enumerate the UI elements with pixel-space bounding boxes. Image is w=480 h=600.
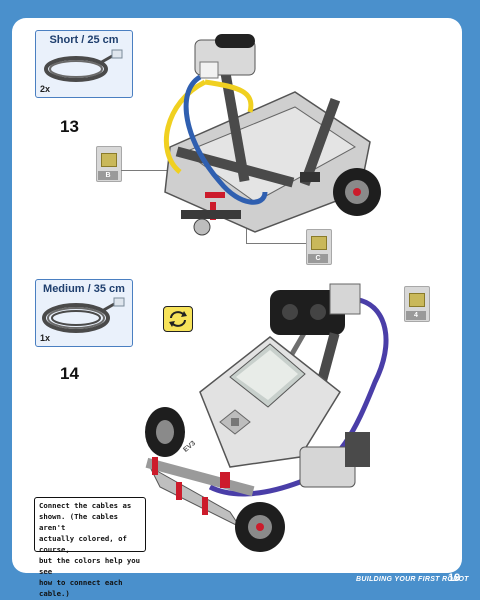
port-label: B bbox=[98, 171, 118, 180]
step-number-13: 13 bbox=[60, 117, 79, 136]
robot-step-13-illustration bbox=[163, 34, 381, 236]
rotate-icon bbox=[163, 306, 193, 332]
port-connector bbox=[409, 293, 425, 307]
port-icon-4: 4 bbox=[404, 286, 430, 322]
port-label: C bbox=[308, 254, 328, 263]
cable-icon bbox=[44, 49, 123, 82]
part-title: Short / 25 cm bbox=[49, 34, 119, 46]
part-title: Medium / 35 cm bbox=[43, 283, 125, 295]
note-line: actually colored, of course, bbox=[39, 534, 127, 554]
brick-label: EV3 bbox=[182, 440, 197, 454]
port-connector bbox=[101, 153, 117, 167]
note-line: shown. (The cables aren't bbox=[39, 512, 119, 532]
port-connector bbox=[311, 236, 327, 250]
cable-icon bbox=[42, 297, 125, 333]
port-label: 4 bbox=[406, 311, 426, 320]
chapter-title: BUILDING YOUR FIRST ROBOT bbox=[356, 576, 469, 583]
page-number: 19 bbox=[448, 572, 461, 584]
note-line: Connect the cables as bbox=[39, 501, 132, 510]
callout-line bbox=[246, 243, 306, 244]
instruction-note: Connect the cables as shown. (The cables… bbox=[34, 497, 146, 598]
part-box-medium-cable: Medium / 35 cm 1x bbox=[35, 279, 133, 347]
port-icon-c: C bbox=[306, 229, 332, 265]
port-icon-b: B bbox=[96, 146, 122, 182]
note-line: how to connect each cable.) bbox=[39, 578, 123, 598]
robot-step-14-illustration: EV3 bbox=[145, 283, 389, 552]
part-box-short-cable: Short / 25 cm 2x bbox=[35, 30, 133, 98]
rotate-arrows bbox=[169, 311, 187, 327]
step-number-14: 14 bbox=[60, 364, 79, 383]
part-quantity: 1x bbox=[40, 333, 51, 343]
note-line: but the colors help you see bbox=[39, 556, 141, 576]
part-quantity: 2x bbox=[40, 84, 51, 94]
callout-line bbox=[121, 170, 171, 171]
